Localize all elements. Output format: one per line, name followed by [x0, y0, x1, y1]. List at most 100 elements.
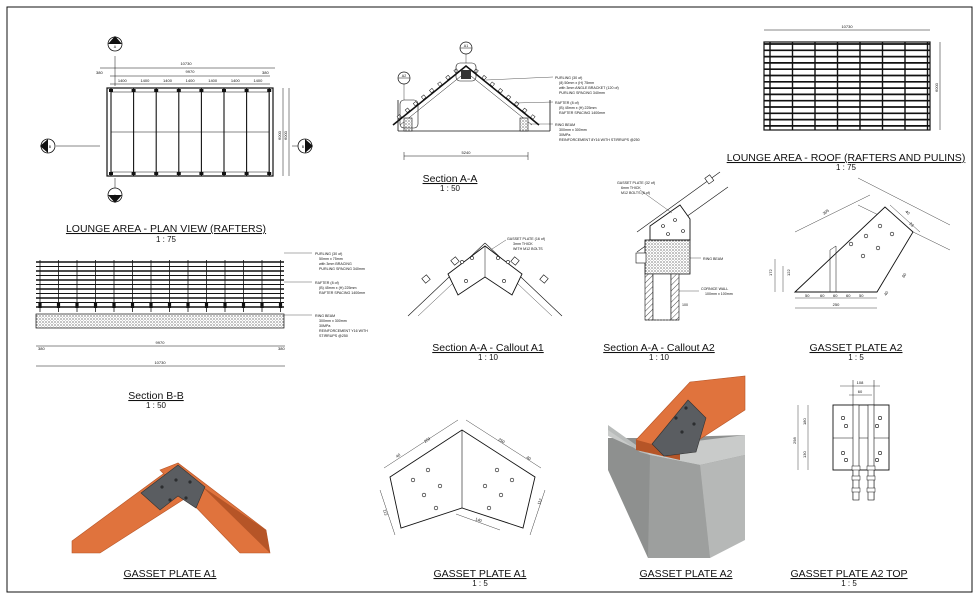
aa-purlin [445, 74, 451, 81]
a2d-bolt-holes [848, 223, 895, 259]
svg-text:300mm x 300mm: 300mm x 300mm [559, 128, 587, 132]
roof-view-title: LOUNGE AREA - ROOF (RAFTERS AND PULINS) [727, 152, 966, 164]
svg-text:60: 60 [846, 293, 851, 298]
a1d-len-right: 250 [497, 437, 506, 445]
a2-3d-bolt [692, 422, 696, 426]
svg-text:50: 50 [859, 293, 864, 298]
a2t-bolt-head [851, 465, 861, 471]
a2-cornice-wall [652, 273, 672, 321]
a2-bolt-hole [661, 224, 665, 228]
roof-view-scale: 1 : 75 [836, 163, 857, 172]
svg-text:(8) 50mm x (H) 75mm: (8) 50mm x (H) 75mm [559, 81, 594, 85]
plan-depth-dim-inner: 6000 [277, 130, 282, 140]
plan-rafter-end [109, 89, 113, 92]
a2-3d-bolt [680, 430, 684, 434]
a2d-bolt-hole [848, 241, 854, 247]
plan-rafter-end [222, 89, 226, 92]
a2-ring-beam [644, 239, 691, 275]
a2-3d-beam-side [700, 455, 745, 558]
a2d-diag-dim: 40 [883, 289, 890, 296]
aa-purlin [412, 101, 419, 107]
section-aa-scale: 1 : 50 [440, 184, 461, 193]
a2t-width-dim: 108 [857, 380, 864, 385]
gasset-a1-3d-title: GASSET PLATE A1 [124, 568, 217, 580]
plan-rafter-end [176, 89, 181, 92]
bb-bracket [167, 302, 172, 308]
aa-purlin [505, 94, 512, 100]
section-bb-title: Section B-B [128, 390, 183, 402]
plan-rafter-end [222, 172, 226, 175]
bb-bracket [278, 302, 283, 308]
bb-bracket [93, 302, 98, 308]
callout-a2-scale: 1 : 10 [649, 353, 670, 362]
svg-text:50: 50 [805, 293, 810, 298]
a1d-bolt-hole [433, 505, 439, 511]
a2-bolt-hole [681, 229, 685, 233]
roof-depth-dim: 6000 [934, 82, 939, 92]
aa-purlin [522, 107, 528, 114]
section-marker-top: A [107, 36, 123, 86]
a1d-bolt-hole [421, 492, 427, 498]
bb-bracket [56, 302, 61, 308]
svg-text:RING BEAM: RING BEAM [555, 123, 575, 127]
svg-text:A: A [114, 194, 117, 198]
bb-ring-beam [35, 313, 285, 329]
callout-a1-scale: 1 : 10 [478, 353, 499, 362]
aa-purlin [489, 81, 495, 87]
a2d-width-dim: 250 [833, 302, 840, 307]
plan-rafter-end [244, 172, 249, 175]
a1-bolt-hole [506, 260, 510, 264]
aa-notes: PURLING (30 of) (8) 50mm x (H) 75mm with… [555, 76, 640, 142]
plan-view-title: LOUNGE AREA - PLAN VIEW (RAFTERS) [66, 223, 266, 235]
a2t-bolt-hole [877, 450, 882, 455]
roof-width-dim: 10730 [841, 24, 853, 29]
a2d-side-dim-2: 23 [908, 221, 915, 228]
a2-3d-bolts [674, 406, 696, 434]
plan-rafter-end [131, 89, 136, 92]
bb-bracket [38, 302, 42, 308]
svg-text:A: A [114, 45, 117, 49]
plan-bay-dim: 1400 [140, 78, 150, 83]
a2-notes: GASSET PLATE (32 of) 6mm THICK M12 BOLTS… [617, 181, 655, 195]
svg-text:WITH M12 BOLTS: WITH M12 BOLTS [513, 247, 543, 251]
plan-edge-dim-right: 380 [262, 70, 269, 75]
aa-purlin [497, 88, 504, 94]
svg-text:(B) 45mm x (H) 225mm: (B) 45mm x (H) 225mm [559, 106, 597, 110]
svg-text:M12 BOLTS (8 of): M12 BOLTS (8 of) [621, 191, 650, 195]
bb-bracket [186, 302, 190, 308]
roof-purlins-rafters [764, 42, 930, 130]
aa-purlin [429, 88, 435, 94]
section-aa-title: Section A-A [423, 173, 478, 185]
a2t-h1-dim: 180 [802, 418, 807, 425]
a1-3d-bolt [184, 496, 188, 500]
svg-text:GASSET PLATE (16 of): GASSET PLATE (16 of) [507, 237, 545, 241]
a2t-bolt-hole [840, 450, 845, 455]
a1d-bolt-hole [437, 483, 443, 489]
gasset-a2-detail-scale: 1 : 5 [848, 353, 864, 362]
plan-bay-dim: 1400 [186, 78, 196, 83]
plan-rafter-end [109, 172, 113, 175]
a2t-bolt-hole [843, 423, 848, 428]
a2-3d-beam-front [648, 455, 710, 558]
section-bb-scale: 1 : 50 [146, 401, 167, 410]
svg-text:A1: A1 [464, 44, 468, 48]
svg-text:STIRRUPS @250: STIRRUPS @250 [319, 334, 348, 338]
a1d-len-left: 250 [423, 436, 432, 444]
a2t-h3-dim: 130 [802, 451, 807, 458]
a1d-bolt-hole [494, 467, 500, 473]
a1d-bolt-hole [509, 477, 515, 483]
svg-text:(B) 45mm x (H) 225mm: (B) 45mm x (H) 225mm [319, 286, 357, 290]
callout-a2: GASSET PLATE (32 of) 6mm THICK M12 BOLTS… [603, 171, 733, 362]
gasset-a2-3d-title: GASSET PLATE A2 [640, 568, 733, 580]
plan-rafter-end [131, 172, 136, 175]
a1-bolt-hole [460, 260, 464, 264]
a1-3d-bolt [174, 478, 178, 482]
svg-text:RING BEAM: RING BEAM [315, 314, 335, 318]
section-marker-right: B [292, 138, 313, 154]
a1d-bolt-holes [410, 467, 515, 511]
plan-rafter-end [244, 89, 249, 92]
a2t-bolt-hole [840, 415, 845, 420]
plan-rafter-end [199, 172, 204, 175]
aa-ring-beam-right [519, 117, 529, 132]
